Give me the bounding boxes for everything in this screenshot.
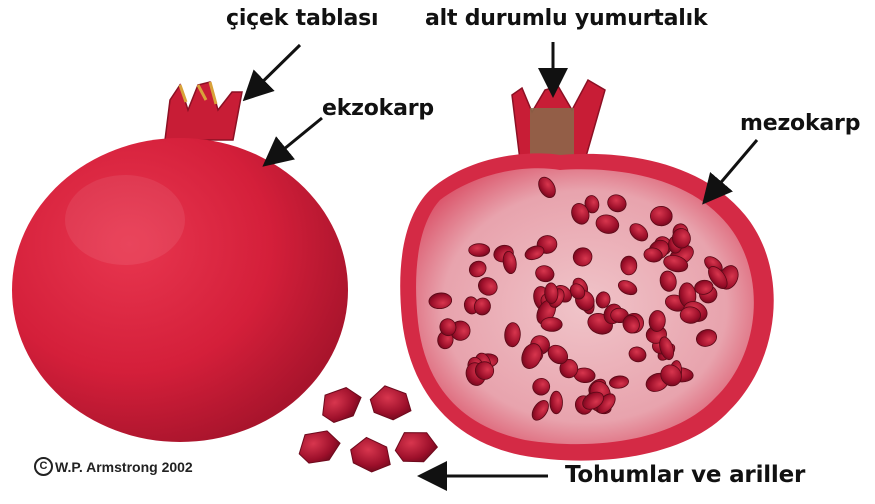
loose-aril [315, 380, 367, 429]
label-receptacle: çiçek tablası [226, 6, 378, 31]
label-inferior-ovary: alt durumlu yumurtalık [425, 6, 707, 31]
label-mesocarp: mezokarp [740, 111, 860, 136]
loose-aril [393, 427, 440, 466]
aril [469, 244, 490, 257]
arrow-exocarp [267, 118, 322, 163]
copyright-text: W.P. Armstrong 2002 [55, 459, 193, 475]
loose-aril [368, 384, 415, 423]
arrow-mesocarp [706, 140, 757, 200]
aril [550, 391, 563, 414]
cut-pomegranate [400, 80, 774, 461]
loose-arils [294, 380, 440, 476]
whole-fruit-highlight [65, 175, 185, 265]
receptacle-crown [165, 82, 242, 140]
copyright-notice: C W.P. Armstrong 2002 [34, 457, 193, 476]
aril [621, 256, 637, 275]
label-exocarp: ekzokarp [322, 96, 434, 121]
label-seeds-arils: Tohumlar ve ariller [565, 462, 805, 488]
copyright-symbol: C [34, 457, 53, 476]
arrow-receptacle [247, 45, 300, 97]
aril [541, 317, 562, 331]
whole-fruit-body [12, 138, 348, 442]
loose-aril [294, 424, 344, 468]
whole-pomegranate [12, 82, 348, 442]
loose-aril [347, 434, 396, 476]
